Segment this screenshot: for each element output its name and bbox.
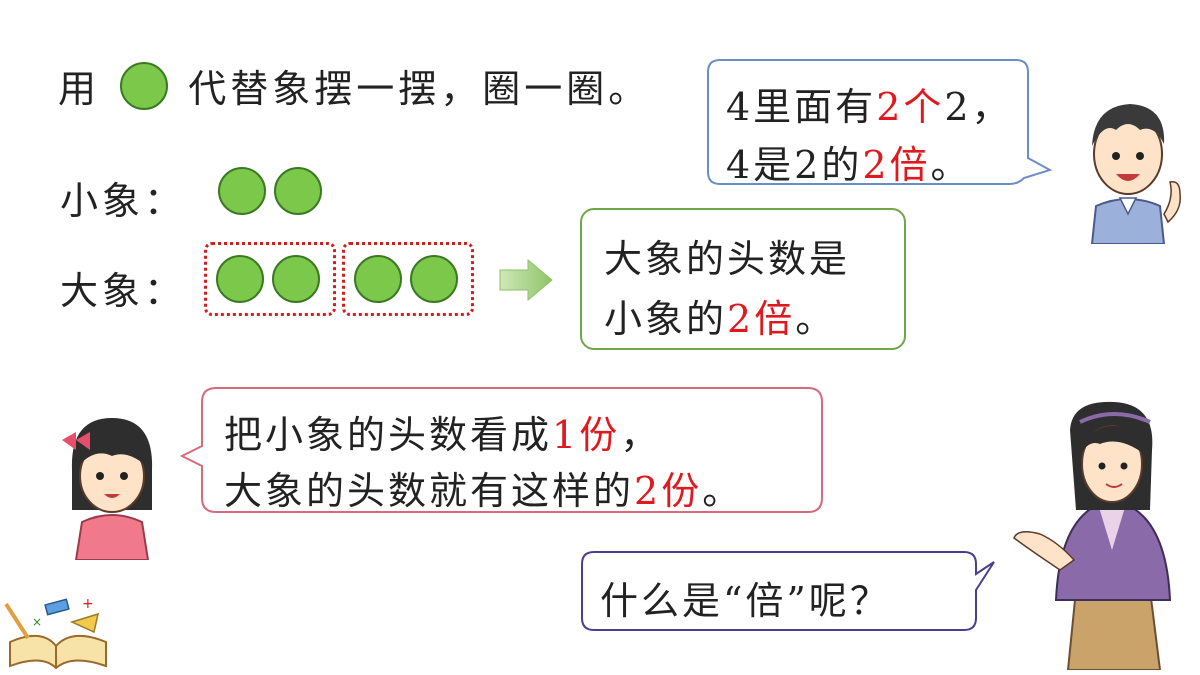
teacher-icon (1013, 401, 1172, 670)
big-elephant-counter (410, 255, 458, 303)
girl-line-1: 把小象的头数看成1份， (224, 413, 662, 457)
teacher-question: 什么是“倍”呢？ (600, 579, 891, 623)
book-stationery-icon: + × (4, 596, 107, 670)
boy-bubble-shape (707, 59, 1052, 185)
small-elephant-counter (218, 167, 266, 215)
teacher-bubble-shape (581, 551, 995, 631)
svg-text:×: × (32, 615, 42, 629)
right-arrow-icon (499, 258, 553, 302)
boy-line-2: 4是2的2倍。 (726, 143, 972, 187)
girl-student-icon (62, 418, 153, 560)
instruction-suffix: 代替象摆一摆，圈一圈。 (188, 67, 651, 111)
result-line-2: 小象的2倍。 (604, 297, 837, 341)
big-elephant-counter (216, 255, 264, 303)
result-line-1: 大象的头数是 (604, 237, 851, 281)
svg-text:+: + (82, 596, 94, 612)
big-elephant-label: 大象： (60, 269, 187, 313)
instruction: 用 代替象摆一摆，圈一圈。 (58, 58, 650, 113)
group-circle-1 (204, 242, 336, 316)
big-elephant-counter (354, 255, 402, 303)
girl-line-2: 大象的头数就有这样的2份。 (224, 469, 744, 513)
boy-line-1: 4里面有2个2， (726, 85, 1013, 129)
big-elephant-counter (272, 255, 320, 303)
girl-bubble-shape (180, 387, 823, 513)
instruction-prefix: 用 (58, 67, 101, 111)
counter-symbol-icon (120, 62, 169, 110)
girl-bubble: 把小象的头数看成1份， 大象的头数就有这样的2份。 (202, 386, 822, 514)
small-elephant-label: 小象： (60, 179, 187, 223)
group-circle-2 (342, 242, 474, 316)
boy-bubble: 4里面有2个2， 4是2的2倍。 (706, 58, 1028, 187)
boy-student-icon (1090, 104, 1181, 244)
result-bubble: 大象的头数是 小象的2倍。 (580, 208, 906, 350)
small-elephant-counter (274, 167, 322, 215)
